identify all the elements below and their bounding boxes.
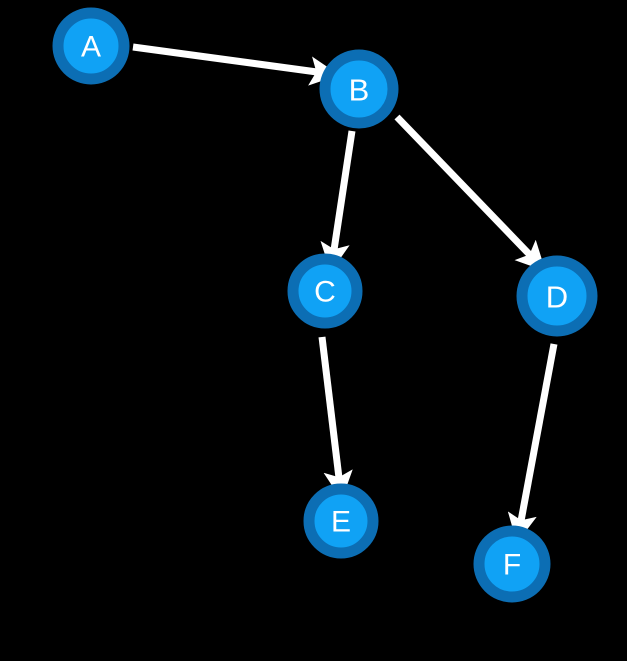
graph-node-c[interactable]: C	[287, 253, 363, 329]
graph-node-b[interactable]: B	[319, 49, 399, 129]
graph-node-a[interactable]: A	[52, 7, 130, 85]
graph-edge-c-to-e	[318, 336, 353, 501]
node-circle-c[interactable]	[287, 253, 363, 329]
graph-node-d[interactable]: D	[516, 255, 598, 337]
nodes-layer: A B C D E F	[52, 7, 598, 603]
node-circle-d[interactable]	[516, 255, 598, 337]
node-circle-f[interactable]	[473, 525, 551, 603]
node-circle-e[interactable]	[303, 483, 379, 559]
graph-node-e[interactable]: E	[303, 483, 379, 559]
graph-edge-b-to-d	[394, 114, 546, 272]
graph-edge-a-to-b	[132, 43, 340, 86]
graph-edge-b-to-c	[320, 130, 356, 273]
node-circle-b[interactable]	[319, 49, 399, 129]
node-circle-a[interactable]	[52, 7, 130, 85]
graph-edge-d-to-f	[507, 343, 558, 544]
edges-layer	[132, 43, 558, 544]
graph-node-f[interactable]: F	[473, 525, 551, 603]
